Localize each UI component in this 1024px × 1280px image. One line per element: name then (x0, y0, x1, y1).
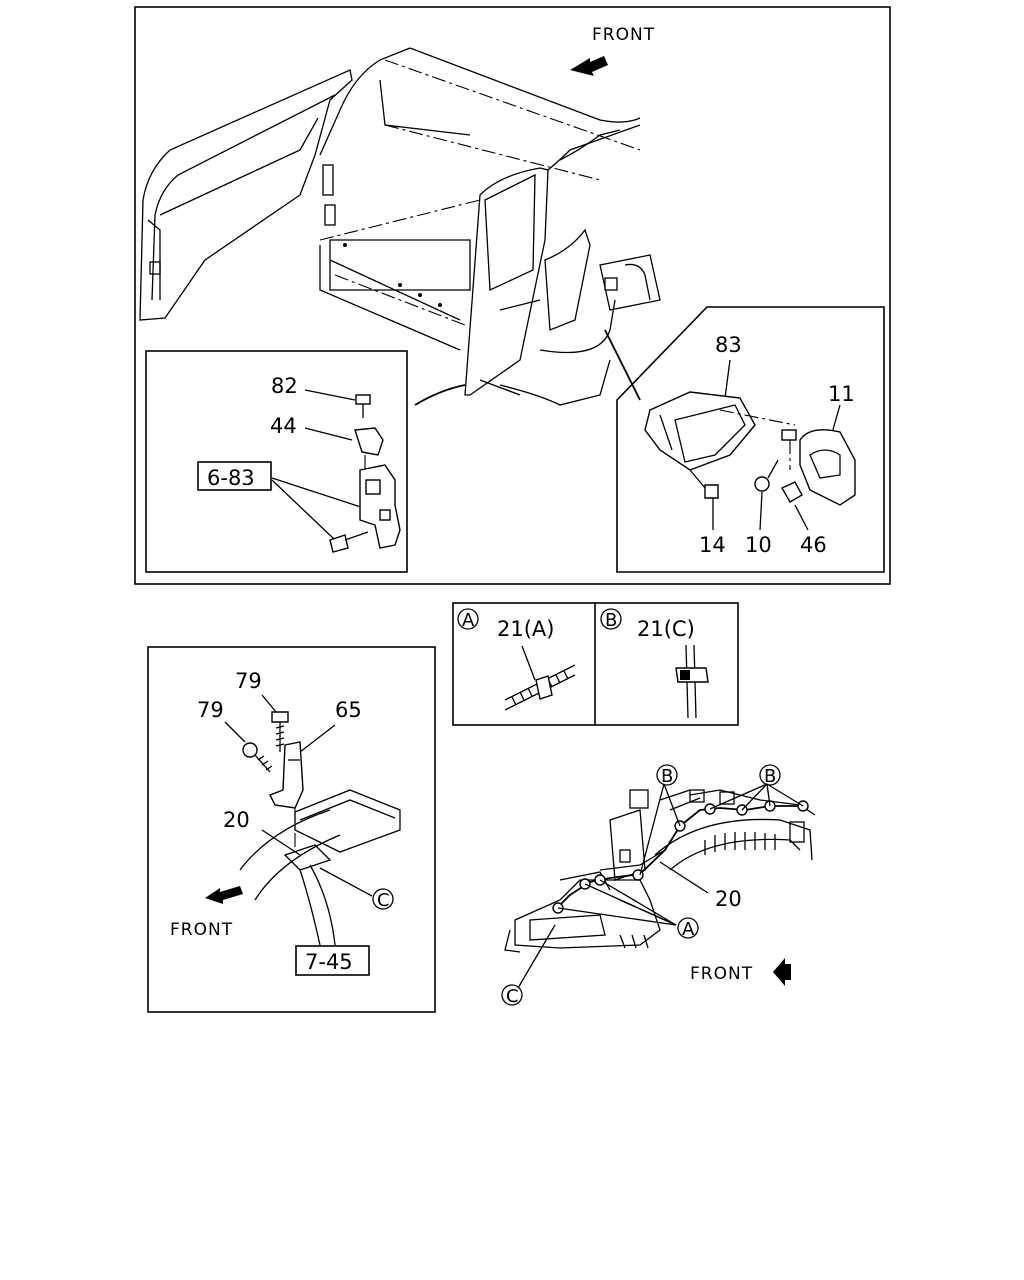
marker-c-icon (372, 888, 394, 910)
marker-b-icon-1 (656, 764, 678, 786)
marker-a-icon (457, 608, 479, 630)
ref-6-83: 6-83 (207, 466, 255, 490)
marker-b-icon-2 (759, 764, 781, 786)
front-label-left: FRONT (170, 920, 233, 940)
callout-44: 44 (270, 414, 297, 438)
legend-label-21a: 21(A) (497, 617, 554, 641)
marker-c-letter-2: C (506, 986, 519, 1007)
latch-assembly (271, 389, 401, 553)
marker-a-icon-2 (677, 917, 699, 939)
ref-box-7-45 (295, 945, 370, 976)
vehicle-rear-illustration (139, 47, 661, 406)
bracket-assembly (224, 694, 401, 946)
front-arrow-right-icon (773, 958, 791, 986)
callout-65: 65 (335, 698, 362, 722)
legend-item-b: B 21(C) (600, 608, 709, 719)
ref-7-45: 7-45 (305, 950, 353, 974)
callout-79-upper: 79 (235, 669, 262, 693)
harness-routing-illustration (504, 783, 816, 989)
callout-11: 11 (828, 382, 855, 406)
ref-box-6-83 (197, 461, 272, 491)
lower-left-frame (147, 646, 436, 1013)
inset-latch-frame (145, 350, 408, 573)
marker-a-letter: A (462, 610, 475, 631)
marker-b-letter: B (605, 610, 617, 631)
callout-10: 10 (745, 533, 772, 557)
callout-82: 82 (271, 374, 298, 398)
callout-20-left: 20 (223, 808, 250, 832)
legend-label-21c: 21(C) (637, 617, 695, 641)
callout-46: 46 (800, 533, 827, 557)
front-label-right: FRONT (690, 964, 753, 984)
fuel-lid-assembly (644, 359, 856, 531)
marker-c-letter: C (377, 890, 390, 911)
marker-b-letter-2: B (764, 766, 776, 787)
marker-b-icon (600, 608, 622, 630)
inset-fuel-lid-frame (616, 306, 885, 573)
front-arrow-icon (570, 56, 608, 76)
callout-14: 14 (699, 533, 726, 557)
callout-79-lower: 79 (197, 698, 224, 722)
marker-b-letter-1: B (661, 766, 673, 787)
marker-a-letter-2: A (682, 919, 695, 940)
front-arrow-left-icon (205, 886, 243, 904)
callout-83: 83 (715, 333, 742, 357)
callout-20-right: 20 (715, 887, 742, 911)
marker-c-icon-2 (501, 984, 523, 1006)
main-view-frame (134, 6, 891, 585)
legend-item-a: A 21(A) (457, 608, 576, 711)
front-label: FRONT (592, 25, 655, 45)
